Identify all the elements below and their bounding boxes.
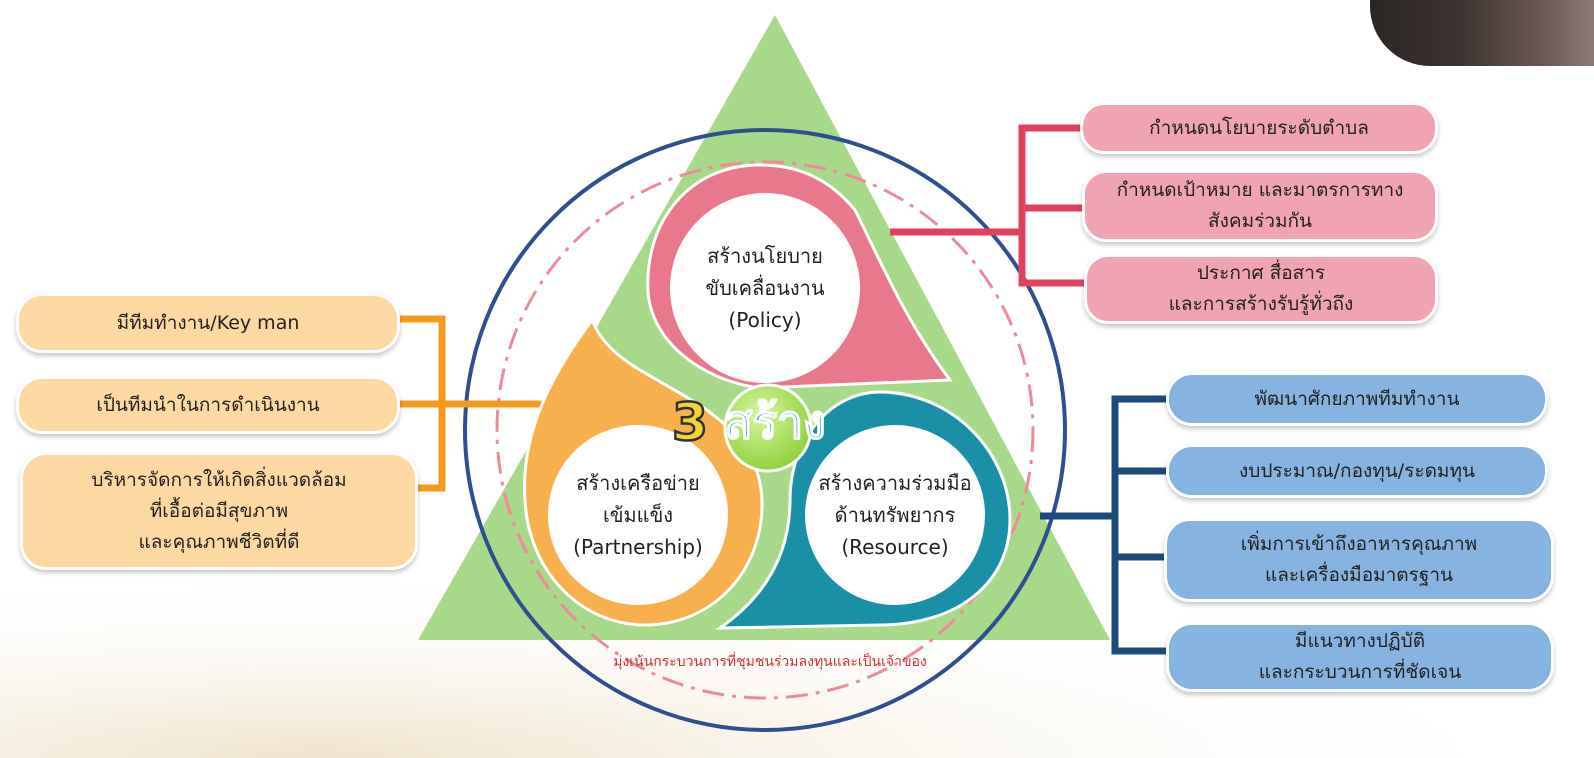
policy-disc [670,193,860,383]
center-number: 3 [672,393,708,453]
blue-connector [1040,395,1168,655]
orange-connector [398,315,545,492]
resource-line1: สร้างความร่วมมือ [818,471,972,495]
bottom-caption: มุ่งเน้นกระบวนการที่ชุมชนร่วมลงทุนและเป็… [613,652,927,670]
webcam-overlay [1370,0,1594,66]
left-item-key-man: มีทีมทำงาน/Key man [16,293,400,353]
right-top-item-goals: กำหนดเป้าหมาย และมาตรการทาง สังคมร่วมกัน [1082,170,1438,242]
outer-circle [463,128,1067,732]
right-bottom-item-guidelines: มีแนวทางปฏิบัติ และกระบวนการที่ชัดเจน [1166,622,1554,692]
center-ball [723,383,813,473]
center-word: สร้าง [724,395,825,449]
resource-label: สร้างความร่วมมือ ด้านทรัพยากร (Resource) [805,455,985,575]
partnership-line1: สร้างเครือข่าย [576,471,700,495]
policy-line2: ขับเคลื่อนงาน [705,276,825,300]
partnership-line3: (Partnership) [573,535,703,559]
right-bottom-item-food: เพิ่มการเข้าถึงอาหารคุณภาพ และเครื่องมือ… [1164,518,1554,602]
left-item-lead-team: เป็นทีมนำในการดำเนินงาน [16,376,400,434]
partnership-line2: เข้มแข็ง [602,503,674,527]
pink-connector [890,124,1084,287]
policy-line1: สร้างนโยบาย [707,244,823,268]
partnership-disc [548,425,728,605]
policy-line3: (Policy) [728,308,802,332]
right-top-item-policy: กำหนดนโยบายระดับตำบล [1080,102,1438,154]
right-top-item-communicate: ประกาศ สื่อสาร และการสร้างรับรู้ทั่วถึง [1084,254,1438,324]
left-item-environment: บริหารจัดการให้เกิดสิ่งแวดล้อม ที่เอื้อต… [20,452,418,570]
right-bottom-item-team: พัฒนาศักยภาพทีมทำงาน [1166,372,1548,426]
policy-label: สร้างนโยบาย ขับเคลื่อนงาน (Policy) [675,228,855,348]
right-bottom-item-budget: งบประมาณ/กองทุน/ระดมทุน [1166,444,1548,498]
resource-line2: ด้านทรัพยากร [834,503,956,527]
resource-line3: (Resource) [841,535,949,559]
resource-disc [805,425,985,605]
partnership-label: สร้างเครือข่าย เข้มแข็ง (Partnership) [548,455,728,575]
dashed-circle [495,160,1035,700]
